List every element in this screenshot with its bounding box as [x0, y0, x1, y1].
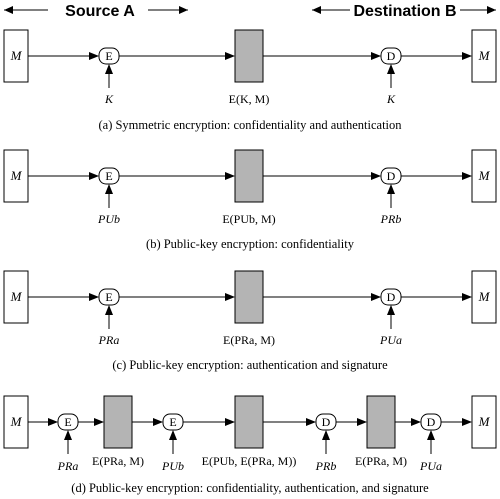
message-box-source [3, 149, 29, 203]
destination-label: Destination B [353, 3, 456, 20]
encrypt-node-label: E [169, 415, 176, 429]
panel-b: M E PUb E(PUb, M) D PRb M (b) Public-key… [3, 149, 497, 251]
channel-label: E(PUb, E(PRa, M)) [202, 454, 297, 468]
channel-label: E(PRa, M) [223, 333, 275, 347]
source-arrowhead-right [179, 6, 188, 14]
channel-label: E(PUb, M) [222, 212, 275, 226]
message-label-source: M [10, 289, 23, 304]
channel-label: E(PRa, M) [355, 454, 407, 468]
key-label: PRb [315, 459, 337, 473]
panel-a: M E K E(K, M) D K M (a) Symmetric encryp… [3, 29, 497, 132]
panel-c: M E PRa E(PRa, M) D PUa M (c) Public-key… [3, 270, 497, 372]
caption: (d) Public-key encryption: confidentiali… [71, 481, 429, 495]
decrypt-key-label: K [386, 92, 396, 106]
encrypt-key-label: PUb [97, 212, 120, 226]
message-label-destination: M [478, 48, 491, 63]
decrypt-node-label: D [387, 49, 396, 63]
key-label: PRa [57, 459, 79, 473]
ciphertext-channel [366, 395, 396, 449]
message-box-destination [471, 29, 497, 83]
message-label-source: M [10, 414, 23, 429]
message-box-source [3, 395, 29, 449]
destination-arrowhead-left [312, 6, 321, 14]
ciphertext-channel [234, 149, 264, 203]
encrypt-key-label: K [104, 92, 114, 106]
source-label: Source A [65, 3, 135, 20]
decrypt-node-label: D [387, 290, 396, 304]
decrypt-node-label: D [387, 169, 396, 183]
channel-label: E(K, M) [229, 92, 270, 106]
caption: (b) Public-key encryption: confidentiali… [146, 237, 355, 251]
panel-d: M E PRa E(PRa, M) E PUb E(PUb, E(PRa, M)… [3, 395, 497, 495]
key-label: PUa [419, 459, 442, 473]
encrypt-node-label: E [105, 49, 112, 63]
decrypt-node-label: D [322, 415, 331, 429]
caption: (c) Public-key encryption: authenticatio… [112, 358, 388, 372]
encrypt-node-label: E [64, 415, 71, 429]
encrypt-key-label: PRa [98, 333, 120, 347]
encrypt-node-label: E [105, 169, 112, 183]
message-label-source: M [10, 168, 23, 183]
caption: (a) Symmetric encryption: confidentialit… [98, 118, 402, 132]
message-label-destination: M [478, 414, 491, 429]
destination-arrowhead-right [487, 6, 496, 14]
message-box-source [3, 270, 29, 324]
ciphertext-channel [103, 395, 133, 449]
message-label-source: M [10, 48, 23, 63]
message-box-destination [471, 395, 497, 449]
key-label: PUb [161, 459, 184, 473]
encrypt-node-label: E [105, 290, 112, 304]
decrypt-node-label: D [427, 415, 436, 429]
message-box-destination [471, 149, 497, 203]
channel-label: E(PRa, M) [92, 454, 144, 468]
message-box-destination [471, 270, 497, 324]
message-label-destination: M [478, 168, 491, 183]
message-label-destination: M [478, 289, 491, 304]
message-box-source [3, 29, 29, 83]
header: Source A Destination B [4, 3, 496, 20]
ciphertext-channel [234, 29, 264, 83]
ciphertext-channel [234, 270, 264, 324]
decrypt-key-label: PUa [379, 333, 402, 347]
source-arrowhead-left [4, 6, 13, 14]
decrypt-key-label: PRb [380, 212, 402, 226]
ciphertext-channel [234, 395, 264, 449]
